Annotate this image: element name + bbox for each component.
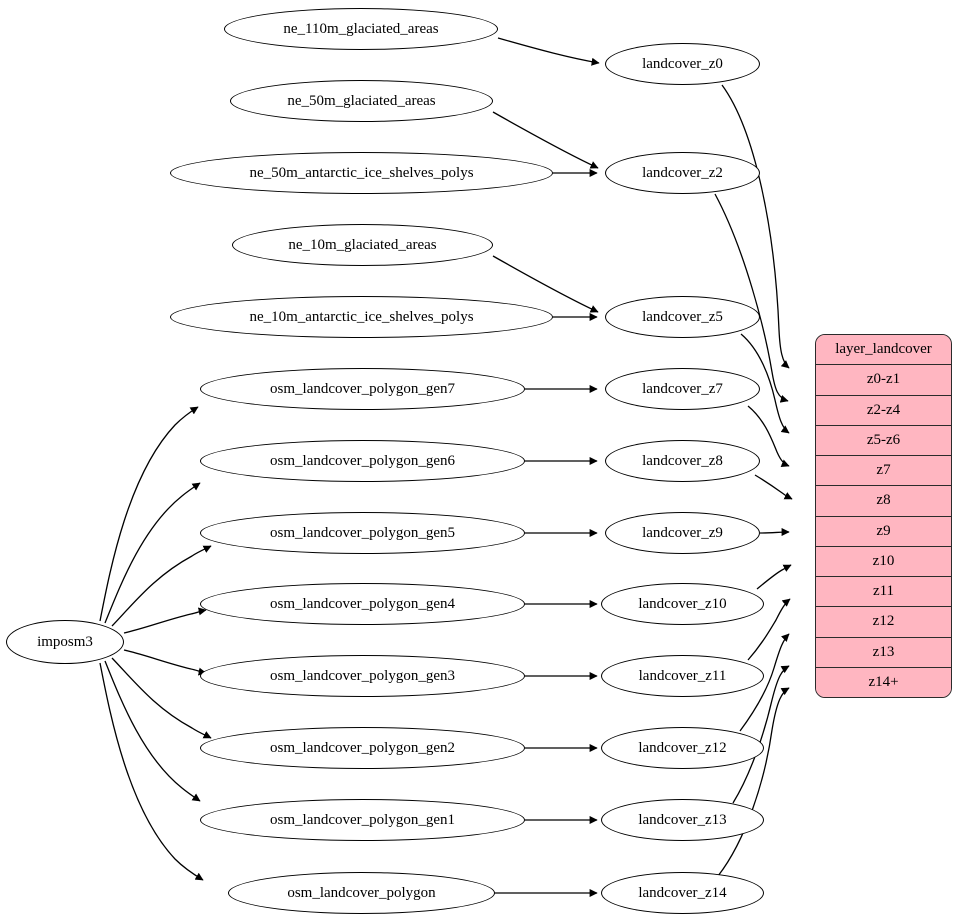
node-osm-landcover-polygon-gen4[interactable]: osm_landcover_polygon_gen4 (200, 583, 525, 625)
node-landcover-z13[interactable]: landcover_z13 (601, 799, 764, 841)
node-landcover-z2[interactable]: landcover_z2 (605, 152, 760, 194)
node-label: landcover_z2 (642, 164, 723, 181)
record-row-z11[interactable]: z11 (816, 577, 951, 608)
node-landcover-z12[interactable]: landcover_z12 (601, 727, 764, 769)
node-label: landcover_z8 (642, 452, 723, 469)
node-osm-landcover-polygon-gen3[interactable]: osm_landcover_polygon_gen3 (200, 655, 525, 697)
node-label: landcover_z5 (642, 308, 723, 325)
node-label: landcover_z7 (642, 380, 723, 397)
node-label: osm_landcover_polygon_gen1 (270, 811, 455, 828)
record-row-z0-z1[interactable]: z0-z1 (816, 365, 951, 396)
node-landcover-z8[interactable]: landcover_z8 (605, 440, 760, 482)
node-label: landcover_z13 (638, 811, 727, 828)
node-label: osm_landcover_polygon (287, 884, 436, 901)
record-row-z8[interactable]: z8 (816, 486, 951, 517)
node-ne-50m-antarctic-ice-shelves-polys[interactable]: ne_50m_antarctic_ice_shelves_polys (170, 152, 553, 194)
node-label: osm_landcover_polygon_gen3 (270, 667, 455, 684)
node-label: landcover_z0 (642, 55, 723, 72)
record-row-z2-z4[interactable]: z2-z4 (816, 395, 951, 426)
node-label: osm_landcover_polygon_gen6 (270, 452, 455, 469)
record-header: layer_landcover (816, 335, 951, 366)
node-ne-10m-antarctic-ice-shelves-polys[interactable]: ne_10m_antarctic_ice_shelves_polys (170, 296, 553, 338)
node-landcover-z10[interactable]: landcover_z10 (601, 583, 764, 625)
node-osm-landcover-polygon-gen2[interactable]: osm_landcover_polygon_gen2 (200, 727, 525, 769)
node-label: landcover_z12 (638, 739, 727, 756)
node-landcover-z11[interactable]: landcover_z11 (601, 655, 764, 697)
node-ne-110m-glaciated-areas[interactable]: ne_110m_glaciated_areas (224, 8, 498, 50)
record-row-z10[interactable]: z10 (816, 546, 951, 577)
node-label: ne_50m_glaciated_areas (287, 92, 436, 109)
record-row-z7[interactable]: z7 (816, 456, 951, 487)
node-landcover-z9[interactable]: landcover_z9 (605, 512, 760, 554)
node-ne-10m-glaciated-areas[interactable]: ne_10m_glaciated_areas (232, 224, 493, 266)
record-row-z13[interactable]: z13 (816, 637, 951, 668)
node-osm-landcover-polygon-gen1[interactable]: osm_landcover_polygon_gen1 (200, 799, 525, 841)
node-osm-landcover-polygon-gen5[interactable]: osm_landcover_polygon_gen5 (200, 512, 525, 554)
node-label: osm_landcover_polygon_gen2 (270, 739, 455, 756)
record-row-z12[interactable]: z12 (816, 607, 951, 638)
node-label: landcover_z10 (638, 595, 727, 612)
node-landcover-z7[interactable]: landcover_z7 (605, 368, 760, 410)
node-label: osm_landcover_polygon_gen4 (270, 595, 455, 612)
record-node-layer-landcover[interactable]: layer_landcover z0-z1 z2-z4 z5-z6 z7 z8 … (815, 334, 952, 698)
node-label: ne_10m_antarctic_ice_shelves_polys (249, 308, 474, 325)
node-label: landcover_z14 (638, 884, 727, 901)
node-label: ne_10m_glaciated_areas (288, 236, 437, 253)
node-label: osm_landcover_polygon_gen5 (270, 524, 455, 541)
record-row-z9[interactable]: z9 (816, 516, 951, 547)
node-label: osm_landcover_polygon_gen7 (270, 380, 455, 397)
node-imposm3[interactable]: imposm3 (6, 620, 124, 664)
node-label: ne_50m_antarctic_ice_shelves_polys (249, 164, 474, 181)
node-ne-50m-glaciated-areas[interactable]: ne_50m_glaciated_areas (230, 80, 493, 122)
node-landcover-z14[interactable]: landcover_z14 (601, 872, 764, 914)
record-row-z5-z6[interactable]: z5-z6 (816, 425, 951, 456)
node-landcover-z5[interactable]: landcover_z5 (605, 296, 760, 338)
node-label: imposm3 (37, 633, 93, 650)
node-label: landcover_z9 (642, 524, 723, 541)
node-landcover-z0[interactable]: landcover_z0 (605, 43, 760, 85)
node-osm-landcover-polygon-gen7[interactable]: osm_landcover_polygon_gen7 (200, 368, 525, 410)
node-osm-landcover-polygon-gen6[interactable]: osm_landcover_polygon_gen6 (200, 440, 525, 482)
node-label: ne_110m_glaciated_areas (283, 20, 439, 37)
node-osm-landcover-polygon[interactable]: osm_landcover_polygon (228, 872, 495, 914)
node-label: landcover_z11 (638, 667, 727, 684)
record-row-z14-plus[interactable]: z14+ (816, 667, 951, 697)
